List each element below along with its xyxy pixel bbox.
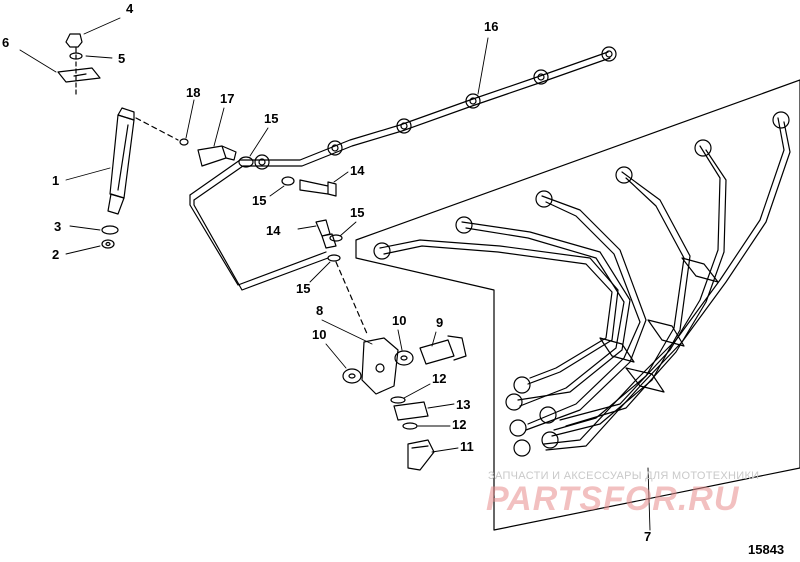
- figure-number: 15843: [748, 542, 785, 557]
- valve-13: [393, 401, 429, 421]
- washer-10-right: [394, 350, 414, 366]
- callout-12-upper: 12: [432, 371, 447, 386]
- callout-18: 18: [186, 85, 201, 100]
- callout-13: 13: [456, 397, 471, 412]
- bolt-14-upper: [299, 179, 337, 197]
- washer-15-lower: [327, 254, 341, 262]
- callout-17: 17: [220, 91, 235, 106]
- oring-12-upper: [390, 396, 406, 404]
- washer-10-left: [342, 368, 362, 384]
- callout-4: 4: [126, 1, 134, 16]
- fitting-17: [197, 145, 237, 167]
- callout-14-lower: 14: [266, 223, 281, 238]
- seal-ring-3: [101, 225, 119, 235]
- callout-3: 3: [54, 219, 62, 234]
- clamp-6: [57, 67, 101, 83]
- nut-4: [65, 33, 83, 48]
- callout-16: 16: [484, 19, 499, 34]
- callout-7: 7: [644, 529, 652, 544]
- fuel-line-bundle-7: [373, 111, 791, 457]
- return-line-16: [189, 46, 617, 291]
- clip-2: [647, 319, 685, 347]
- clip-4: [625, 367, 665, 393]
- callout-10-left: 10: [312, 327, 327, 342]
- washer-2: [101, 239, 115, 249]
- callout-15-right: 15: [350, 205, 365, 220]
- fitting-9: [419, 335, 467, 365]
- callout-1: 1: [52, 173, 60, 188]
- washer-15-top: [238, 156, 254, 168]
- callout-9: 9: [436, 315, 444, 330]
- callout-15-mid: 15: [252, 193, 267, 208]
- callout-14-upper: 14: [350, 163, 365, 178]
- banjo-block-8: [361, 337, 399, 395]
- watermark-logo: PARTSFOR.RU: [486, 480, 740, 518]
- callout-15-top: 15: [264, 111, 279, 126]
- washer-15-mid: [281, 176, 295, 186]
- callout-11: 11: [460, 439, 474, 454]
- watermark-tagline: ЗАПЧАСТИ И АКСЕССУАРЫ ДЛЯ МОТОТЕХНИКИ: [488, 470, 760, 482]
- callout-5: 5: [118, 51, 126, 66]
- callout-8: 8: [316, 303, 324, 318]
- oring-12-lower: [402, 422, 418, 430]
- bolt-14-lower: [315, 219, 337, 249]
- injector-1: [107, 107, 135, 215]
- banjo-bolt-11: [407, 439, 435, 471]
- washer-15-right: [329, 234, 343, 242]
- callout-10-right: 10: [392, 313, 407, 328]
- clip-1: [681, 257, 719, 283]
- callout-15-lower: 15: [296, 281, 311, 296]
- clip-3: [599, 337, 635, 363]
- callout-6: 6: [2, 35, 10, 50]
- fuel-line-assembly-outline: [355, 79, 800, 531]
- callout-2: 2: [52, 247, 60, 262]
- seal-18: [179, 138, 189, 146]
- callout-12-lower: 12: [452, 417, 467, 432]
